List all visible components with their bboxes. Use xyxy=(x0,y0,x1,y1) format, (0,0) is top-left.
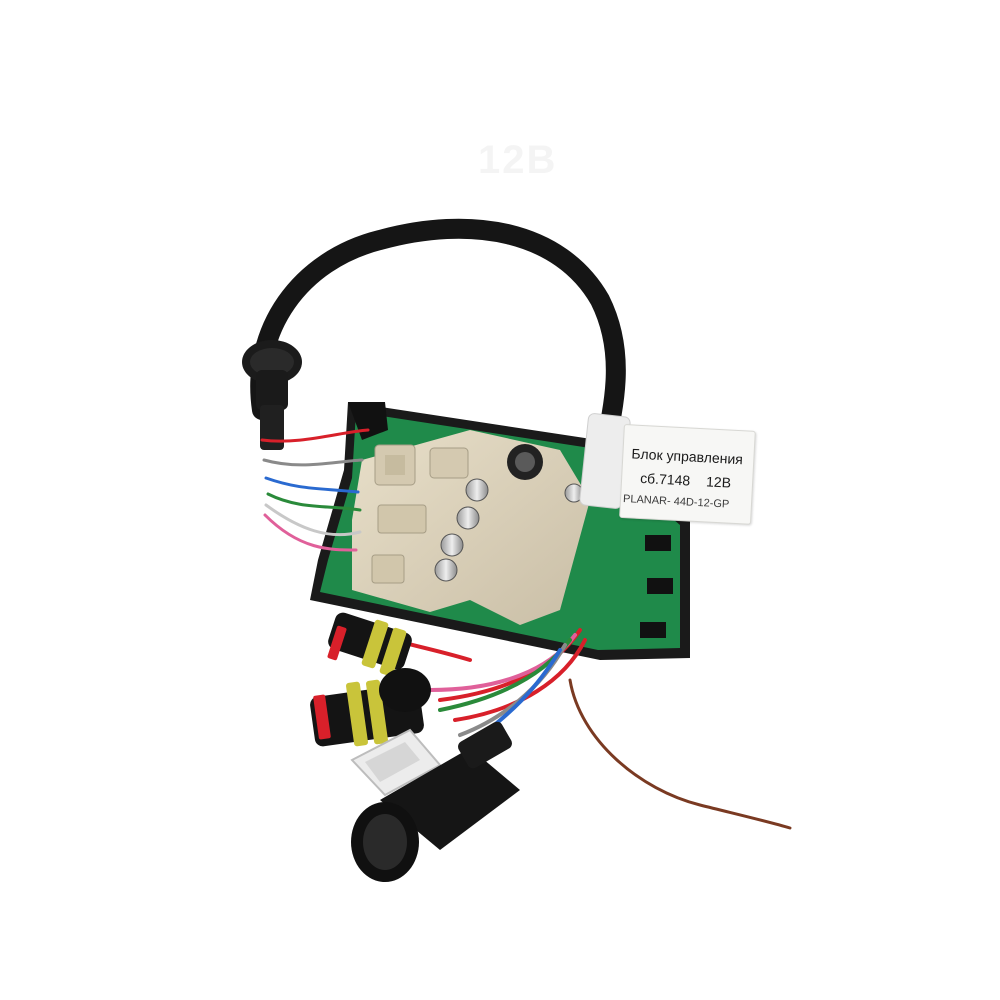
label-part-number: сб.7148 xyxy=(639,469,691,489)
harness-wires xyxy=(348,623,587,747)
white-connector xyxy=(350,728,442,797)
signal-wires xyxy=(260,428,370,552)
label-part-number-row: сб.7148 12В xyxy=(640,470,732,491)
red-black-connector-lower xyxy=(310,668,431,747)
brown-sensor-wire xyxy=(568,678,792,830)
faded-watermark-text: 12В xyxy=(478,138,558,182)
black-connector xyxy=(351,721,520,882)
part-label-sticker: Блок управления сб.7148 12В PLANAR- 44D-1… xyxy=(619,424,756,525)
label-title: Блок управления xyxy=(631,445,744,468)
label-voltage: 12В xyxy=(705,473,732,491)
red-black-connector-upper xyxy=(327,612,412,677)
cable-grommet xyxy=(242,340,302,450)
label-model: PLANAR- 44D-12-GP xyxy=(622,493,730,511)
